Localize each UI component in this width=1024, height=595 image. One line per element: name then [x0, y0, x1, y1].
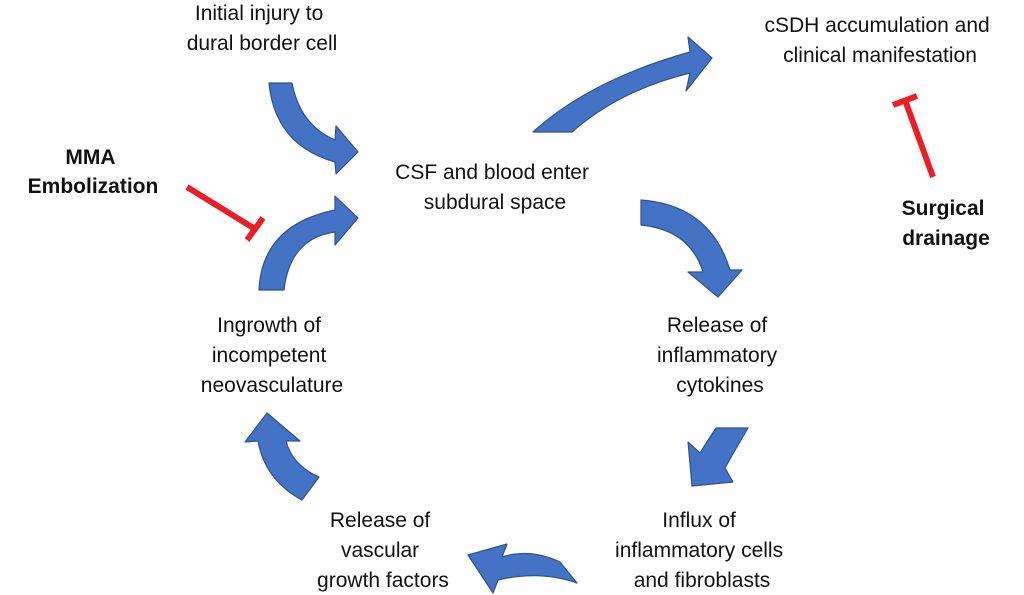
- arrow-influx-to-growth-factors: [467, 543, 578, 594]
- surgical-inhibitor-symbol: [891, 93, 936, 179]
- node-influx: Influx of inflammatory cells and fibrobl…: [615, 509, 789, 592]
- intervention-mma: MMA Embolization: [28, 146, 159, 198]
- intervention-surgical: Surgical drainage: [902, 197, 991, 250]
- node-growth-factors: Release of vascular growth factors: [317, 509, 449, 592]
- node-initial-injury: Initial injury to dural border cell: [187, 2, 338, 55]
- arrow-cytokines-to-influx: [687, 427, 749, 487]
- node-neovasculature: Ingrowth of incompetent neovasculature: [201, 314, 343, 397]
- arrow-neovasculature-to-csf: [258, 195, 359, 291]
- arrow-csf-to-cytokines: [640, 199, 743, 298]
- node-csf-blood: CSF and blood enter subdural space: [395, 161, 595, 214]
- node-cytokines: Release of inflammatory cytokines: [657, 314, 783, 397]
- arrow-growth-factors-to-neovasculature: [244, 412, 320, 501]
- arrow-csf-to-csdh: [532, 36, 713, 133]
- node-csdh: cSDH accumulation and clinical manifesta…: [764, 14, 995, 67]
- arrow-injury-to-csf: [268, 82, 359, 175]
- mma-inhibitor-symbol: [185, 184, 266, 242]
